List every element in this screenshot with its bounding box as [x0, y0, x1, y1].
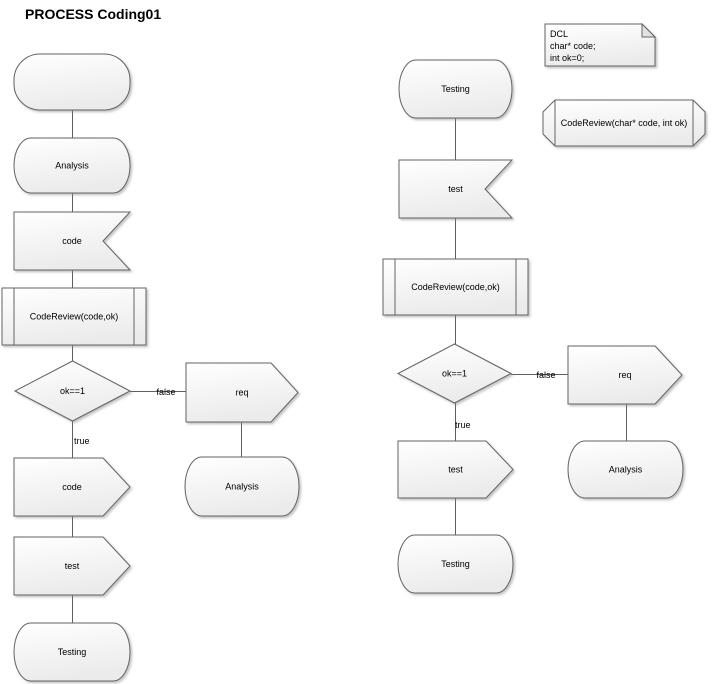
left-state-analysis-2[interactable]: Analysis [184, 456, 300, 517]
mid-input-test[interactable]: test [398, 159, 514, 219]
mid-output-test[interactable]: test [397, 440, 514, 499]
left-output-req[interactable]: req [185, 362, 299, 423]
edge-label-true-5: true [74, 436, 90, 446]
right-output-req-label: req [618, 370, 631, 380]
process-title: PROCESS Coding01 [25, 6, 162, 22]
left-proc-codereview-label: CodeReview(code,ok) [30, 312, 119, 322]
left-state-analysis[interactable]: Analysis [13, 137, 131, 194]
edge-labels-layer: true false true false [74, 370, 556, 446]
folded-corner-icon [641, 22, 657, 38]
left-output-code-label: code [62, 482, 82, 492]
right-state-analysis-label: Analysis [609, 465, 643, 475]
mid-state-testing-top[interactable]: Testing [398, 59, 513, 119]
mid-state-testing-top-label: Testing [441, 84, 470, 94]
mid-proc-codereview[interactable]: CodeReview(code,ok) [382, 258, 529, 316]
left-input-code[interactable]: code [13, 211, 132, 271]
left-state-analysis-2-label: Analysis [225, 482, 259, 492]
edge-label-false-8: false [156, 387, 175, 397]
mid-proc-codereview-label: CodeReview(code,ok) [411, 282, 500, 292]
left-decision-ok[interactable]: ok==1 [13, 360, 132, 422]
mid-decision-ok[interactable]: ok==1 [396, 343, 513, 404]
decl-codereview-label: CodeReview(char* code, int ok) [561, 118, 688, 128]
nodes-layer: AnalysiscodeCodeReview(code,ok)ok==1code… [1, 22, 706, 682]
right-output-req[interactable]: req [567, 345, 683, 405]
left-output-req-label: req [235, 388, 248, 398]
mid-input-test-label: test [448, 184, 463, 194]
edge-label-true-13: true [455, 420, 471, 430]
left-decision-ok-label: ok==1 [60, 386, 85, 396]
mid-output-test-label: test [448, 465, 463, 475]
mid-state-testing-bot-label: Testing [441, 559, 470, 569]
left-output-test[interactable]: test [13, 536, 131, 596]
left-start[interactable] [13, 53, 131, 111]
left-state-testing-label: Testing [58, 647, 87, 657]
left-state-analysis-label: Analysis [55, 161, 89, 171]
mid-state-testing-bot[interactable]: Testing [397, 534, 514, 594]
edge-label-false-15: false [536, 370, 555, 380]
left-input-code-label: code [62, 236, 82, 246]
left-output-test-label: test [65, 561, 80, 571]
decl-codereview[interactable]: CodeReview(char* code, int ok) [542, 99, 706, 147]
mid-decision-ok-label: ok==1 [442, 369, 467, 379]
left-state-testing[interactable]: Testing [13, 622, 131, 682]
left-output-code[interactable]: code [13, 457, 131, 517]
left-proc-codereview[interactable]: CodeReview(code,ok) [1, 287, 147, 346]
connectors-layer [72, 110, 627, 623]
right-state-analysis[interactable]: Analysis [567, 440, 684, 499]
